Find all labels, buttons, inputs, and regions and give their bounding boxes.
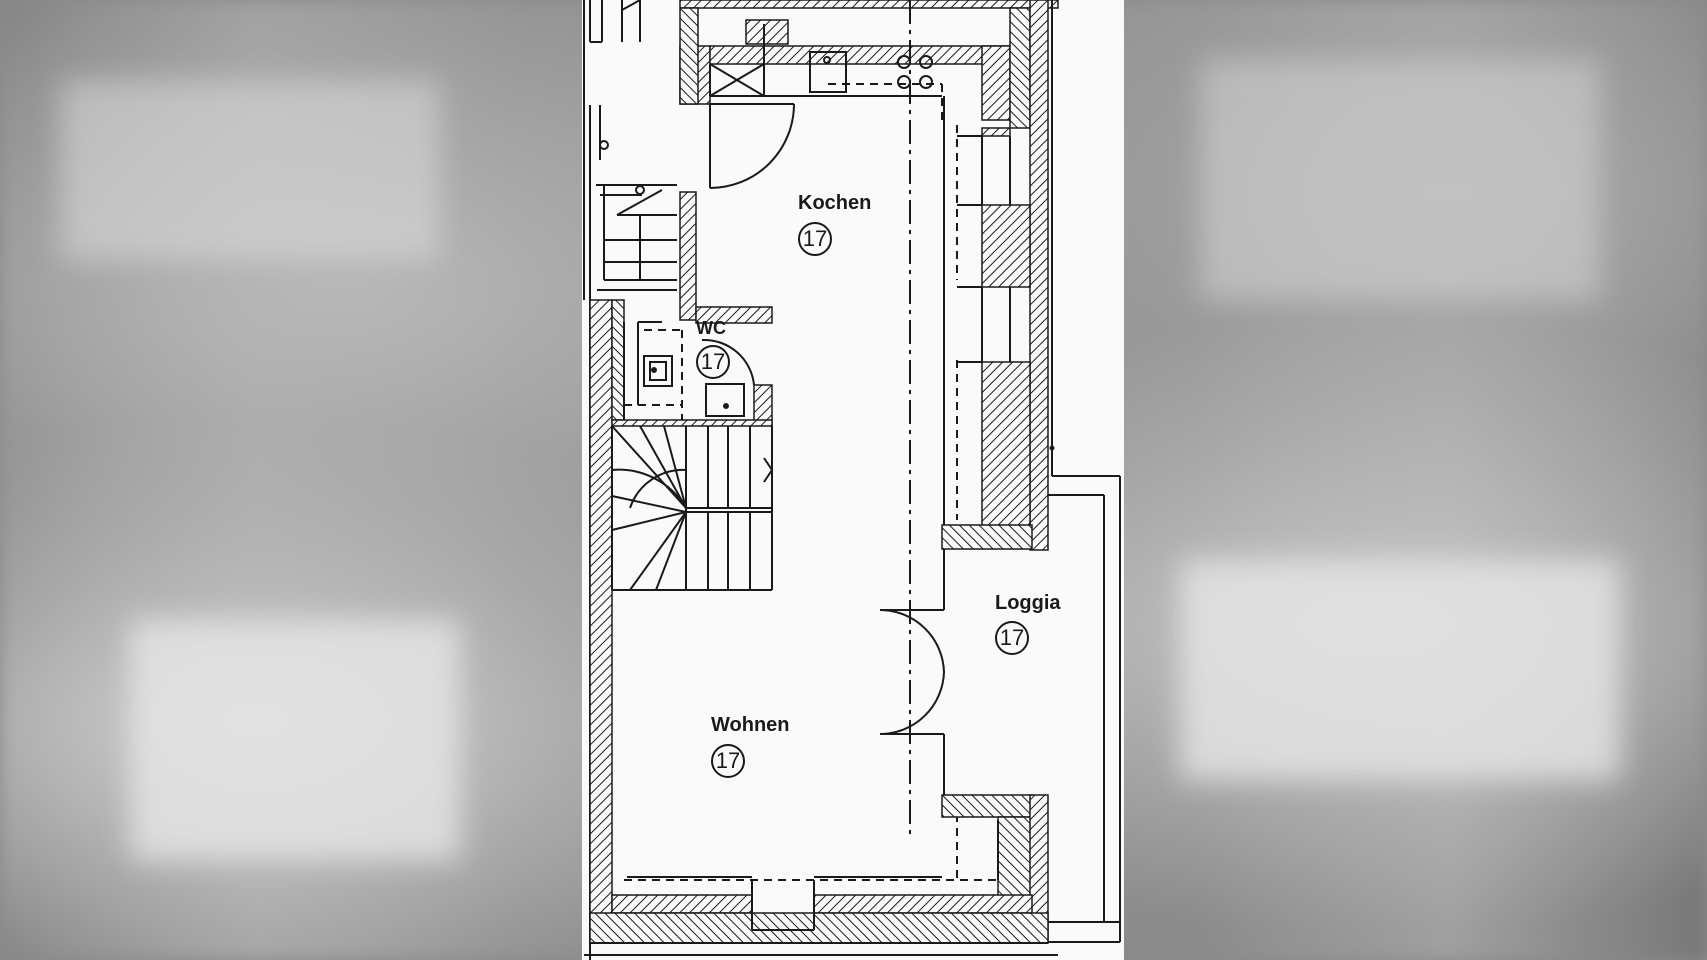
room-label-kochen: Kochen	[798, 192, 872, 214]
blurred-background-block	[60, 80, 440, 260]
blurred-background-block	[130, 620, 460, 860]
floor-plan-sheet: Kochen 17 WC 17 Loggia 17 Wohnen 17	[582, 0, 1124, 960]
room-label-wohnen: Wohnen	[711, 714, 790, 736]
staircase	[611, 425, 774, 591]
blurred-background-block	[1180, 560, 1620, 780]
room-number-wc: 17	[696, 345, 730, 379]
floor-plan-drawing	[583, 0, 1121, 960]
room-label-wc: WC	[696, 318, 726, 338]
room-label-loggia: Loggia	[995, 592, 1061, 614]
room-number-kochen: 17	[798, 222, 832, 256]
double-door	[879, 609, 945, 735]
room-number-wohnen: 17	[711, 744, 745, 778]
blurred-background-block	[1200, 60, 1600, 300]
room-number-loggia: 17	[995, 621, 1029, 655]
